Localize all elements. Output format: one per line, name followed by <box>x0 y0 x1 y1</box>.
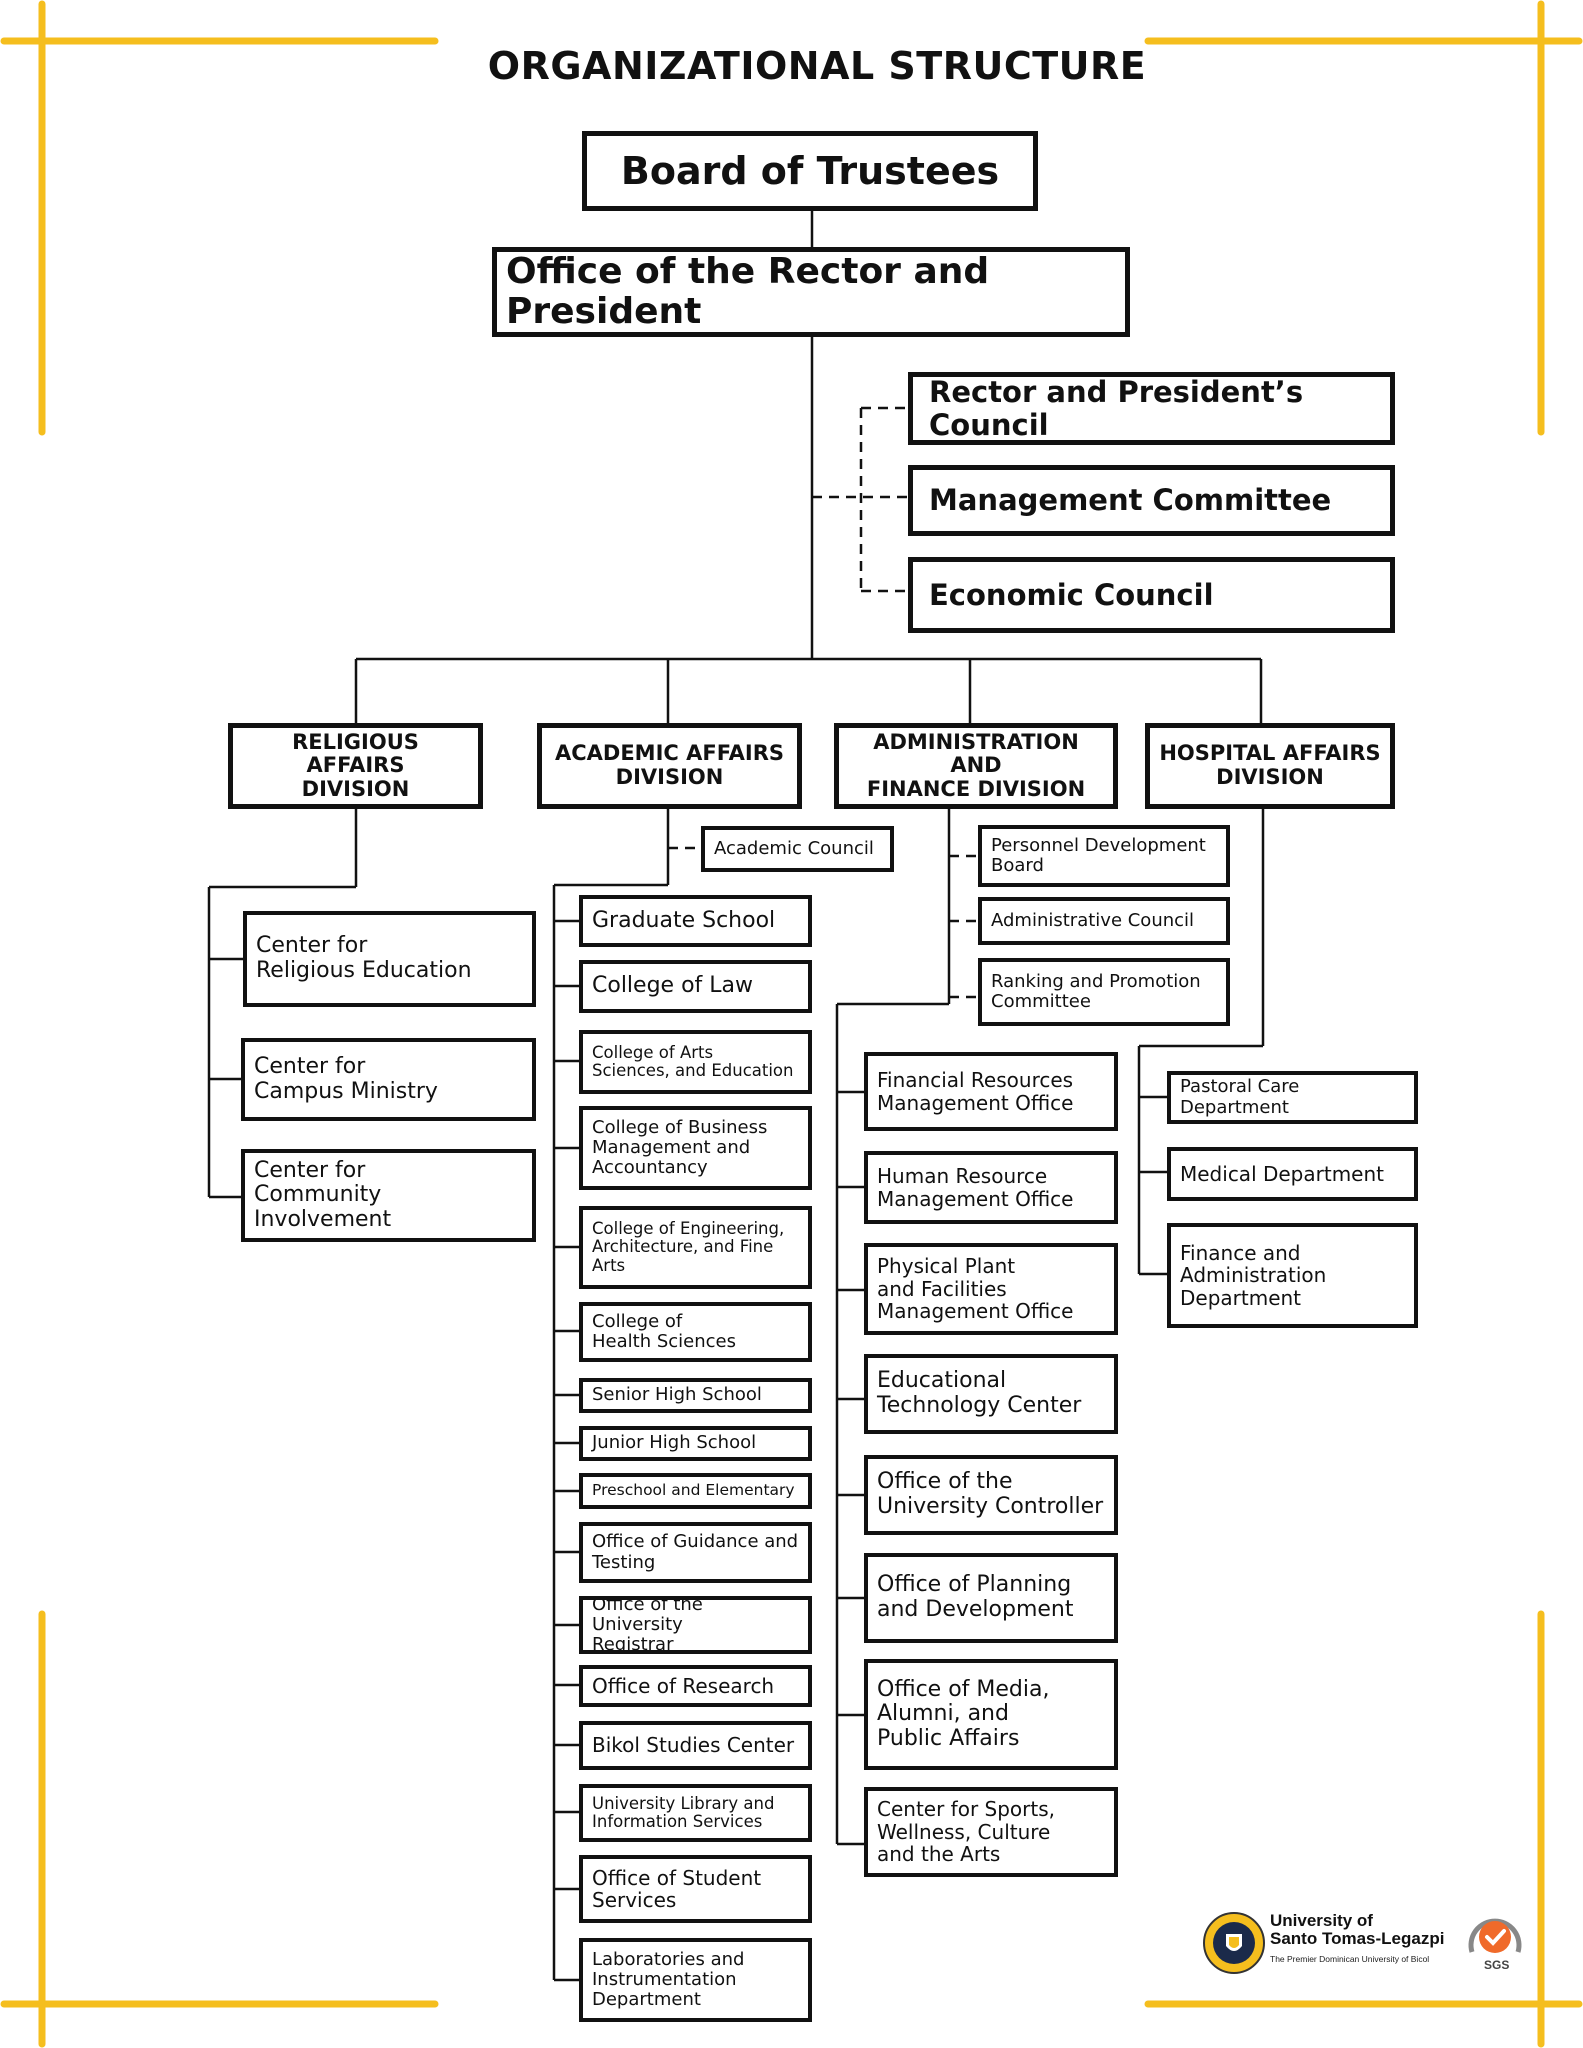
academic-unit: Graduate School <box>579 895 812 947</box>
university-tagline: The Premier Dominican University of Bico… <box>1270 1954 1430 1964</box>
academic-council-box: Academic Council <box>701 826 894 872</box>
academic-unit: Preschool and Elementary <box>579 1473 812 1509</box>
academic-unit: College of Law <box>579 960 812 1013</box>
academic-unit: Bikol Studies Center <box>579 1721 812 1770</box>
religious-unit: Center for Community Involvement <box>241 1149 536 1242</box>
hospital-unit: Finance and Administration Department <box>1167 1223 1418 1328</box>
economic-council-box: Economic Council <box>908 557 1395 633</box>
academic-affairs-division: ACADEMIC AFFAIRS DIVISION <box>537 723 802 809</box>
admin-unit: Financial Resources Management Office <box>864 1052 1118 1131</box>
academic-unit: Office of Guidance and Testing <box>579 1522 812 1583</box>
academic-unit: Junior High School <box>579 1426 812 1461</box>
hospital-unit: Pastoral Care Department <box>1167 1071 1418 1124</box>
university-logo-block: University of Santo Tomas-Legazpi The Pr… <box>1202 1904 1522 1984</box>
sgs-label: SGS <box>1484 1958 1510 1972</box>
admin-unit: Office of Planning and Development <box>864 1553 1118 1643</box>
hospital-affairs-division: HOSPITAL AFFAIRS DIVISION <box>1145 723 1395 809</box>
president-office-box: Office of the Rector and President <box>492 247 1130 337</box>
university-name: University of Santo Tomas-Legazpi <box>1270 1911 1445 1948</box>
admin-unit: Office of the University Controller <box>864 1455 1118 1535</box>
admin-unit-stubs <box>837 1090 866 1846</box>
admin-unit: Center for Sports, Wellness, Culture and… <box>864 1787 1118 1877</box>
religious-unit: Center for Religious Education <box>243 911 536 1007</box>
admin-finance-division: ADMINISTRATION AND FINANCE DIVISION <box>834 723 1118 809</box>
academic-unit: Office of the University Registrar <box>579 1596 812 1654</box>
academic-unit: Office of Research <box>579 1665 812 1707</box>
academic-unit: College of Health Sciences <box>579 1302 812 1362</box>
management-committee-box: Management Committee <box>908 465 1395 536</box>
hospital-unit: Medical Department <box>1167 1147 1418 1201</box>
academic-unit: University Library and Information Servi… <box>579 1784 812 1842</box>
admin-advisory-box: Personnel Development Board <box>978 825 1230 887</box>
religious-affairs-division: RELIGIOUS AFFAIRS DIVISION <box>228 723 483 809</box>
academic-unit: Office of Student Services <box>579 1855 812 1923</box>
admin-unit: Human Resource Management Office <box>864 1151 1118 1224</box>
admin-unit: Physical Plant and Facilities Management… <box>864 1243 1118 1335</box>
academic-unit: College of Arts Sciences, and Education <box>579 1030 812 1094</box>
academic-unit: Laboratories and Instrumentation Departm… <box>579 1938 812 2022</box>
admin-unit: Office of Media, Alumni, and Public Affa… <box>864 1659 1118 1770</box>
sgs-certification-icon <box>1468 1918 1522 1953</box>
academic-unit: Senior High School <box>579 1378 812 1413</box>
board-of-trustees-box: Board of Trustees <box>582 131 1038 211</box>
academic-unit: College of Business Management and Accou… <box>579 1106 812 1190</box>
admin-advisory-box: Administrative Council <box>978 897 1230 945</box>
admin-advisory-box: Ranking and Promotion Committee <box>978 958 1230 1026</box>
academic-unit-stubs <box>554 919 580 1982</box>
admin-unit: Educational Technology Center <box>864 1354 1118 1434</box>
academic-unit: College of Engineering, Architecture, an… <box>579 1206 812 1289</box>
university-seal-icon <box>1203 1912 1265 1974</box>
rector-council-box: Rector and President’s Council <box>908 372 1395 445</box>
page-title: ORGANIZATIONAL STRUCTURE <box>487 44 1147 88</box>
religious-unit: Center for Campus Ministry <box>241 1038 536 1121</box>
council-dashed-connectors <box>668 406 979 999</box>
